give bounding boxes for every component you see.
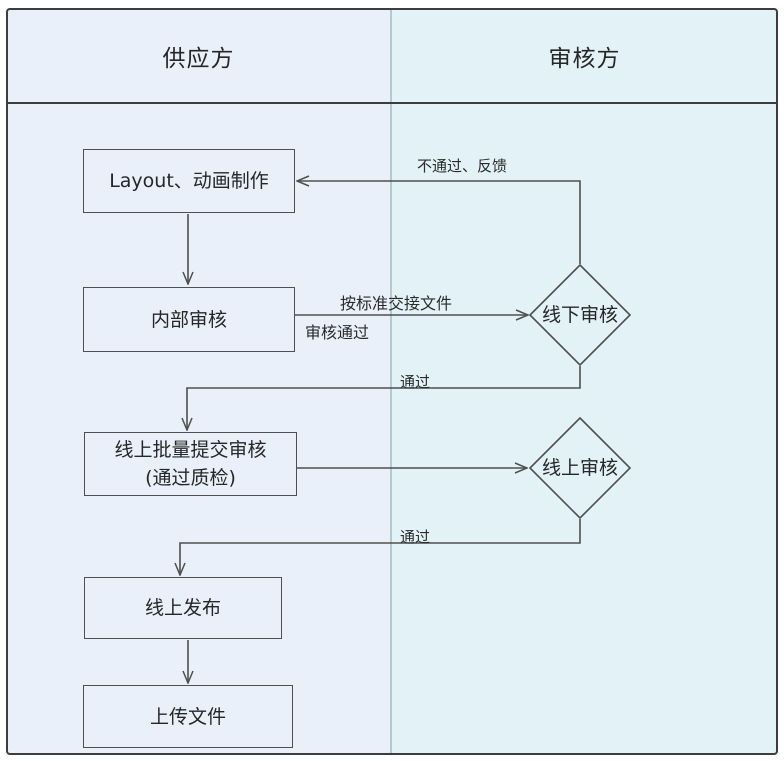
decision-online-review-label: 线上审核 (541, 457, 618, 479)
lane-supplier-background (7, 9, 391, 754)
edge-label-pass-online: 通过 (400, 528, 431, 546)
node-online-publish-label: 线上发布 (144, 597, 221, 619)
decision-offline-review-label: 线下审核 (541, 304, 618, 326)
edge-label-review-passed: 审核通过 (305, 323, 370, 342)
node-online-publish: 线上发布 (84, 577, 282, 639)
node-internal-review: 内部审核 (83, 287, 295, 352)
node-batch-submit-label-line1: 线上批量提交审核 (114, 439, 267, 461)
edge-label-handover-standard: 按标准交接文件 (340, 294, 453, 313)
header-divider-line (6, 102, 778, 104)
node-internal-review-label: 内部审核 (150, 308, 227, 331)
node-upload-files: 上传文件 (83, 685, 293, 748)
node-upload-files-label: 上传文件 (149, 705, 226, 728)
lane-header-supplier: 供应方 (162, 45, 235, 72)
node-layout-production: Layout、动画制作 (83, 149, 295, 213)
lane-divider-line (390, 8, 392, 755)
node-batch-submit-label-line2: (通过质检) (145, 467, 236, 489)
lane-header-reviewer: 审核方 (548, 45, 621, 72)
edge-label-reject-feedback: 不通过、反馈 (417, 157, 508, 175)
node-batch-submit: 线上批量提交审核 (通过质检) (84, 432, 297, 496)
lane-reviewer-background (391, 9, 777, 754)
edge-label-pass-offline: 通过 (400, 373, 431, 391)
node-layout-production-label: Layout、动画制作 (109, 170, 269, 192)
